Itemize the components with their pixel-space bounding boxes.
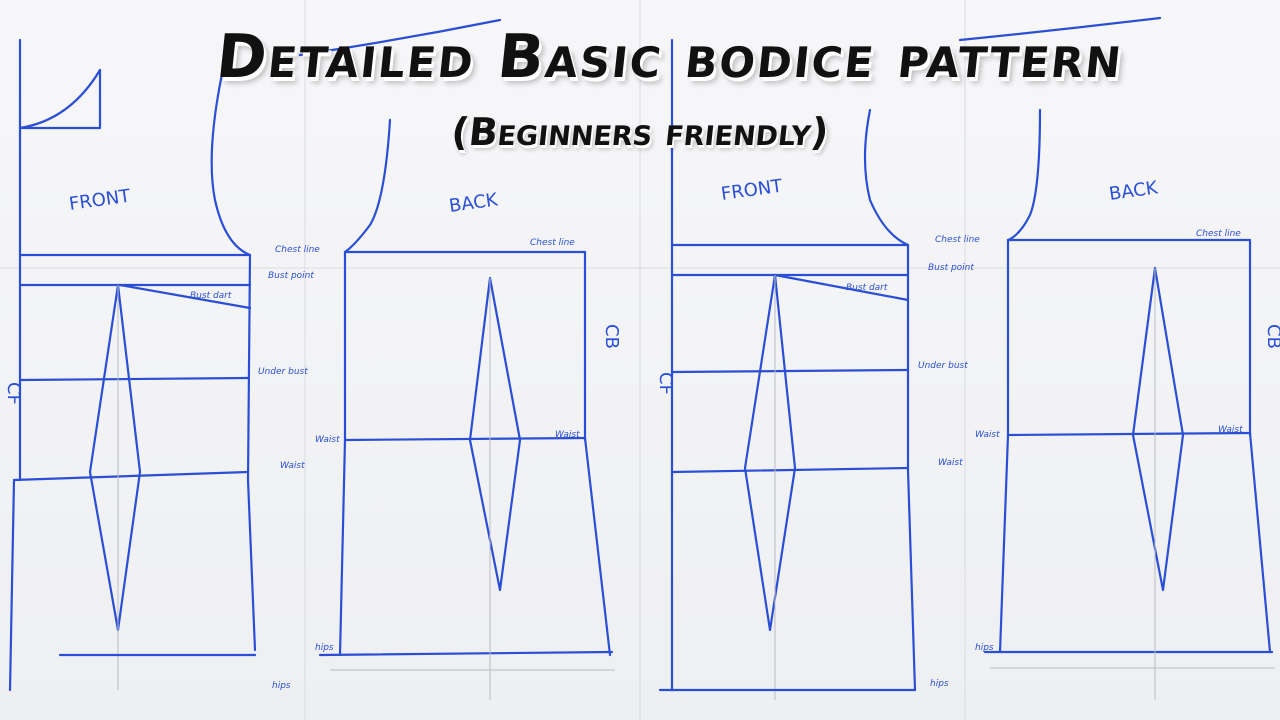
front-chest-line-label-1: Chest line [275,245,320,255]
back-hips-label-1: hips [315,643,334,653]
back-label-1: BACK [448,189,500,217]
back-chest-line-label-1: Chest line [530,238,575,248]
back-bodice-2 [958,16,1275,700]
panel-1: FRONT Chest line Bust point Bust dart Un… [3,18,622,700]
back-waist-right-label-2: Waist [1218,425,1243,435]
panel-2: FRONT Chest line Bust point Bust dart Un… [655,16,1280,700]
front-bust-point-label-2: Bust point [928,263,974,273]
front-bodice-1 [8,38,257,692]
front-chest-line-label-2: Chest line [935,235,980,245]
cf-label-1: CF [3,382,24,405]
back-hips-label-2: hips [975,643,994,653]
front-bust-dart-label-2: Bust dart [846,283,888,293]
cf-label-2: CF [655,372,676,395]
front-label-1: FRONT [68,185,133,214]
back-waist-left-label-2: Waist [975,430,1000,440]
back-waist-right-label-1: Waist [555,430,580,440]
front-waist-label-1: Waist [280,461,305,471]
front-under-bust-label-1: Under bust [258,367,308,377]
cb-label-2: CB [1263,324,1280,349]
front-hips-label-1: hips [272,681,291,691]
front-waist-label-2: Waist [938,458,963,468]
back-label-2: BACK [1108,177,1160,205]
front-bust-point-label-1: Bust point [268,271,314,281]
front-hips-label-2: hips [930,679,949,689]
front-bodice-2 [658,38,917,700]
front-label-2: FRONT [720,175,785,204]
back-waist-left-label-1: Waist [315,435,340,445]
cb-label-1: CB [601,324,622,349]
front-bust-dart-label-1: Bust dart [190,291,232,301]
back-chest-line-label-2: Chest line [1196,229,1241,239]
back-bodice-1 [298,18,615,700]
front-under-bust-label-2: Under bust [918,361,968,371]
